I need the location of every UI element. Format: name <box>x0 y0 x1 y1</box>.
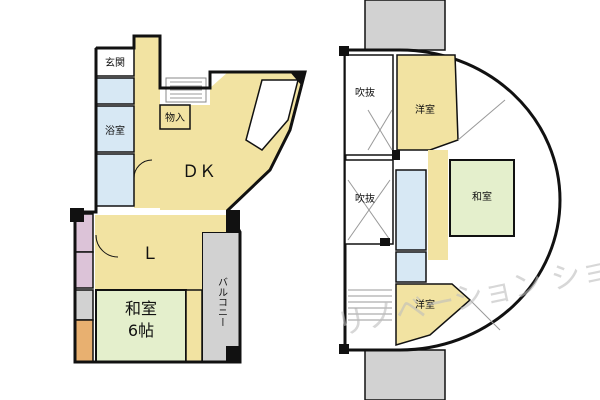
washitsu-area <box>95 289 187 363</box>
label-storage: 物入 <box>165 111 185 124</box>
washitsu2-area <box>449 159 515 237</box>
corridor-area <box>134 36 160 208</box>
toilet-area <box>95 77 135 105</box>
label-void1: 吹抜 <box>355 86 375 99</box>
kitchen-counter <box>245 79 299 151</box>
western2-area <box>395 283 472 347</box>
label-washitsu1-name: 和室 <box>125 299 157 318</box>
living-area <box>95 215 230 290</box>
upper-corridor <box>428 150 448 260</box>
closet-3 <box>74 289 94 321</box>
upper-balcony-bottom <box>364 349 446 400</box>
lower-outer-wall <box>73 34 307 364</box>
label-genkan: 玄関 <box>105 56 125 69</box>
upper-wet-area <box>395 169 427 251</box>
label-balcony: バルコニー <box>216 277 228 327</box>
storage-area <box>159 104 191 130</box>
bath-area <box>95 105 135 153</box>
label-dk: ＤＫ <box>182 162 216 182</box>
upper-toilet <box>395 251 427 283</box>
label-bath: 浴室 <box>105 124 125 137</box>
label-void2: 吹抜 <box>355 192 375 205</box>
closet-2 <box>74 251 94 289</box>
closet-4 <box>74 319 94 363</box>
lower-floor <box>70 34 307 364</box>
upper-floor <box>339 0 562 400</box>
label-western1: 洋室 <box>415 103 435 116</box>
label-washitsu2: 和室 <box>472 190 492 203</box>
label-washitsu1-size: 6帖 <box>128 321 154 340</box>
upper-balcony-top <box>364 0 446 51</box>
western1-area <box>396 54 459 151</box>
label-living: Ｌ <box>142 244 159 264</box>
washroom-area <box>95 153 135 207</box>
void2-area <box>344 159 394 245</box>
label-western2: 洋室 <box>415 298 435 311</box>
